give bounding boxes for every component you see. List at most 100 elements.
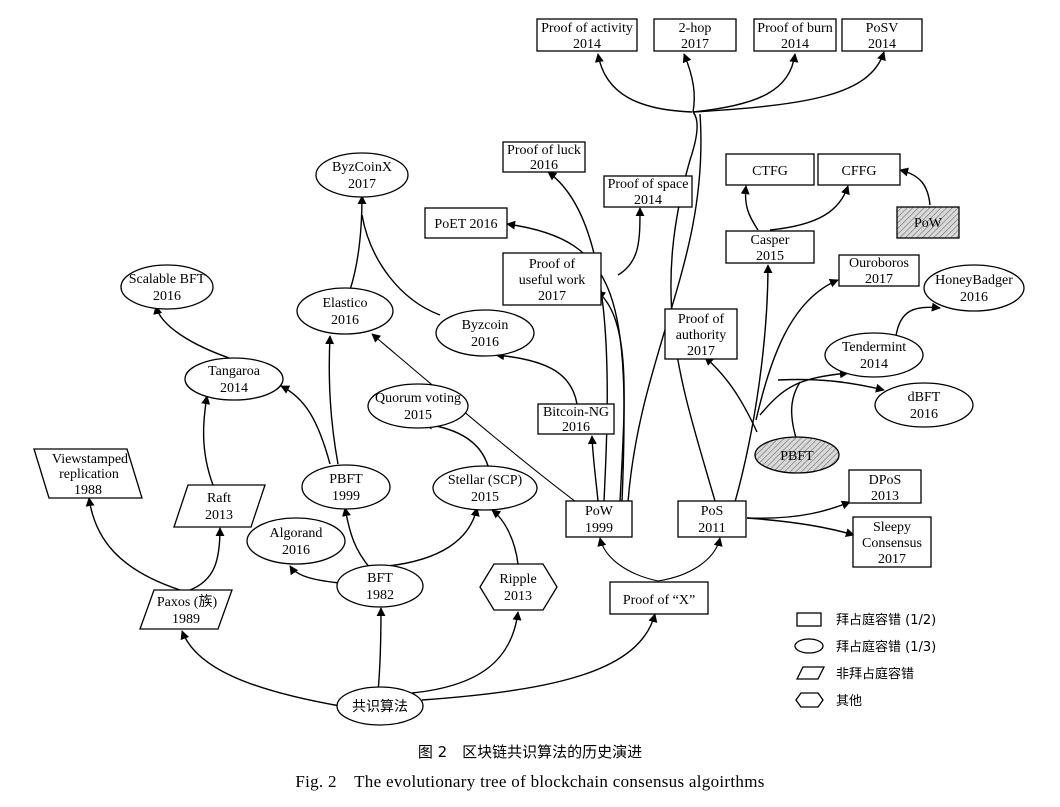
node-stellar-scp: Stellar (SCP) 2015 xyxy=(432,465,538,511)
svg-text:PoS: PoS xyxy=(701,504,724,519)
svg-text:2017: 2017 xyxy=(865,272,893,287)
edge-pow-top xyxy=(627,113,702,503)
edge-pos-authority xyxy=(704,356,758,433)
node-pos: PoS 2011 xyxy=(677,500,747,538)
svg-text:拜占庭容错 (1/3): 拜占庭容错 (1/3) xyxy=(836,639,936,655)
edge-pos-top xyxy=(670,111,716,502)
edge-paxos-viewstamped xyxy=(85,497,181,591)
edge-pow-elastico xyxy=(371,333,581,506)
edges xyxy=(85,51,941,707)
svg-text:2017: 2017 xyxy=(687,344,715,359)
svg-text:CFFG: CFFG xyxy=(841,164,876,179)
node-proof-of-burn: Proof of burn 2014 xyxy=(753,18,837,52)
svg-text:Tendermint: Tendermint xyxy=(842,340,906,355)
svg-text:Algorand: Algorand xyxy=(270,526,323,541)
node-bft: BFT 1982 xyxy=(336,564,424,608)
svg-text:PoSV: PoSV xyxy=(866,21,899,36)
svg-text:Byzcoin: Byzcoin xyxy=(462,318,509,333)
node-algorand: Algorand 2016 xyxy=(246,517,346,565)
svg-text:2016: 2016 xyxy=(562,420,590,435)
svg-text:Stellar (SCP): Stellar (SCP) xyxy=(448,473,523,488)
node-poet: PoET 2016 xyxy=(424,207,508,239)
svg-text:Ouroboros: Ouroboros xyxy=(849,256,909,271)
node-tendermint: Tendermint 2014 xyxy=(824,332,924,378)
svg-text:1988: 1988 xyxy=(74,483,102,498)
node-casper: Casper 2015 xyxy=(725,230,815,264)
edge-pos-casper xyxy=(734,264,773,503)
svg-text:Quorum voting: Quorum voting xyxy=(375,391,461,406)
edge-bft-pbft xyxy=(342,507,371,569)
node-ouroboros: Ouroboros 2017 xyxy=(838,254,920,287)
edge-pow-bitcoinng xyxy=(587,435,599,502)
node-proof-of-x: Proof of “X” xyxy=(609,581,709,615)
svg-text:2-hop: 2-hop xyxy=(679,21,712,36)
svg-text:2015: 2015 xyxy=(404,408,432,423)
svg-text:Bitcoin-NG: Bitcoin-NG xyxy=(543,405,609,420)
svg-text:其他: 其他 xyxy=(836,694,862,709)
edge-proofx-pow xyxy=(597,537,659,582)
edge-bitcoinng-byzcoin xyxy=(495,351,578,405)
edge-raft-tangaroa xyxy=(201,395,214,486)
svg-text:2017: 2017 xyxy=(348,177,376,192)
node-sleepy-consensus: Sleepy Consensus 2017 xyxy=(852,516,932,568)
svg-text:2016: 2016 xyxy=(910,407,938,422)
svg-text:PoW: PoW xyxy=(585,504,614,519)
svg-text:PoW: PoW xyxy=(914,216,943,231)
svg-text:useful work: useful work xyxy=(519,273,586,288)
edge-casper-cffg xyxy=(769,185,850,231)
node-posv: PoSV 2014 xyxy=(841,18,923,52)
caption-english: Fig. 2 The evolutionary tree of blockcha… xyxy=(295,772,764,791)
edge-consensus-proofx xyxy=(421,613,658,701)
node-pow-hatched: PoW xyxy=(896,206,960,239)
node-dpos: DPoS 2013 xyxy=(848,469,922,504)
edge-bft-stellar xyxy=(387,507,480,567)
svg-text:2016: 2016 xyxy=(960,290,988,305)
edge-tendermint-honeybadger xyxy=(895,302,941,337)
edge-paxos-raft xyxy=(189,527,225,591)
node-byzcoin: Byzcoin 2016 xyxy=(435,309,535,357)
svg-text:Proof of: Proof of xyxy=(529,257,576,272)
svg-text:2013: 2013 xyxy=(205,508,233,523)
legend-hexagon: 其他 xyxy=(795,692,862,709)
edge-powhatched-cffg xyxy=(899,167,931,206)
edge-pos-tendermint xyxy=(759,369,849,416)
svg-text:ByzCoinX: ByzCoinX xyxy=(332,160,392,175)
svg-text:CTFG: CTFG xyxy=(752,164,788,179)
edge-top-posv xyxy=(692,51,886,113)
node-scalable-bft: Scalable BFT 2016 xyxy=(120,264,214,310)
svg-text:Proof of space: Proof of space xyxy=(608,177,689,192)
node-proof-of-space: Proof of space 2014 xyxy=(603,175,693,208)
node-quorum-voting: Quorum voting 2015 xyxy=(367,383,469,429)
edge-elastico-byzcoinx xyxy=(349,195,367,291)
edge-tangaroa-scalablebft xyxy=(153,305,236,361)
node-ripple: Ripple 2013 xyxy=(479,563,558,611)
svg-text:Proof of burn: Proof of burn xyxy=(757,21,832,36)
svg-text:PoET 2016: PoET 2016 xyxy=(434,217,497,232)
svg-text:非拜占庭容错: 非拜占庭容错 xyxy=(836,666,914,682)
svg-text:Proof of luck: Proof of luck xyxy=(507,143,581,158)
svg-text:DPoS: DPoS xyxy=(869,473,902,488)
edge-consensus-ripple xyxy=(411,611,522,694)
node-raft: Raft 2013 xyxy=(173,484,266,528)
node-proof-of-activity: Proof of activity 2014 xyxy=(536,18,638,52)
svg-text:Casper: Casper xyxy=(751,233,790,248)
node-2-hop: 2-hop 2017 xyxy=(653,18,737,52)
svg-text:2011: 2011 xyxy=(698,521,725,536)
svg-text:BFT: BFT xyxy=(367,571,393,586)
svg-text:PBFT: PBFT xyxy=(329,472,363,487)
svg-text:2017: 2017 xyxy=(681,37,709,52)
node-proof-of-useful-work: Proof of useful work 2017 xyxy=(502,252,602,306)
edge-consensus-bft xyxy=(376,607,386,693)
node-proof-of-luck: Proof of luck 2016 xyxy=(502,141,586,173)
node-proof-of-authority: Proof of authority 2017 xyxy=(664,308,738,360)
node-bitcoin-ng: Bitcoin-NG 2016 xyxy=(537,403,615,435)
edge-useful-space xyxy=(617,207,645,276)
svg-text:2016: 2016 xyxy=(331,313,359,328)
edge-pbft-tangaroa xyxy=(280,385,331,465)
svg-text:共识算法: 共识算法 xyxy=(352,699,408,715)
legend-parallelogram: 非拜占庭容错 xyxy=(795,666,914,682)
svg-text:authority: authority xyxy=(676,328,727,343)
svg-text:1989: 1989 xyxy=(172,612,200,627)
edge-pbft-elastico xyxy=(325,335,339,465)
svg-text:Sleepy: Sleepy xyxy=(873,520,911,535)
